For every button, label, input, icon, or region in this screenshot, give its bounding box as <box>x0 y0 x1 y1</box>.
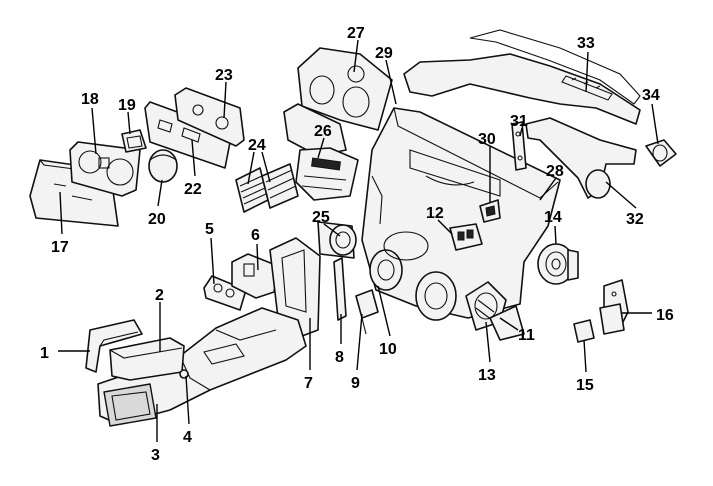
callout-30: 30 <box>478 131 496 148</box>
part-34-duct-cap <box>645 139 677 167</box>
leader-4 <box>185 375 190 425</box>
callout-8: 8 <box>335 349 344 366</box>
callout-20: 20 <box>148 211 166 228</box>
callout-15: 15 <box>576 377 594 394</box>
callout-22: 22 <box>184 181 202 198</box>
callout-19: 19 <box>118 97 136 114</box>
callout-labels: 1 2 3 4 5 6 7 8 9 10 11 12 13 14 15 16 1… <box>40 25 674 464</box>
callout-31: 31 <box>510 113 528 130</box>
leader-22 <box>191 139 196 177</box>
part-14-speaker <box>537 243 579 285</box>
leader-34 <box>651 103 659 145</box>
leader-31 <box>519 127 523 137</box>
leader-18 <box>91 107 97 155</box>
leader-19 <box>127 111 131 135</box>
leader-6 <box>256 243 259 271</box>
callout-23: 23 <box>215 67 233 84</box>
leader-17 <box>59 191 63 235</box>
callout-3: 3 <box>151 447 160 464</box>
callout-18: 18 <box>81 91 99 108</box>
leader-9 <box>356 313 363 371</box>
part-30-bracket <box>479 199 501 223</box>
leader-13 <box>485 321 491 363</box>
callout-9: 9 <box>351 375 360 392</box>
leader-14 <box>554 225 557 245</box>
callout-13: 13 <box>478 367 496 384</box>
callout-1: 1 <box>40 345 49 362</box>
leader-25 <box>323 223 341 237</box>
leader-12 <box>437 219 453 235</box>
part-12-switch-block <box>449 223 483 251</box>
part-18-cluster-face <box>69 141 141 197</box>
callout-14: 14 <box>544 209 562 226</box>
part-23-upper-trim <box>174 87 245 147</box>
leader-10 <box>377 285 391 337</box>
part-33-defroster-duct <box>403 29 641 125</box>
part-19-switch <box>121 129 147 153</box>
callout-34: 34 <box>642 87 660 104</box>
part-1-side-bracket <box>85 319 143 373</box>
leader-32 <box>605 181 637 209</box>
callout-24: 24 <box>248 137 266 154</box>
part-25-round-vent <box>317 221 357 259</box>
leader-lines <box>58 39 659 442</box>
callout-17: 17 <box>51 239 69 256</box>
leader-28 <box>539 177 557 201</box>
callout-16: 16 <box>656 307 674 324</box>
main-dashboard-panel <box>361 107 561 321</box>
leader-24b <box>261 151 271 183</box>
callout-29: 29 <box>375 45 393 62</box>
part-20-knob <box>148 149 178 183</box>
part-24-vents <box>235 163 299 213</box>
callout-12: 12 <box>426 205 444 222</box>
part-9-latch <box>355 289 379 335</box>
leader-24a <box>247 151 255 185</box>
leader-23 <box>223 81 227 119</box>
callout-25: 25 <box>312 209 330 226</box>
part-4-clip <box>179 369 189 379</box>
part-26-center-bezel <box>283 103 359 201</box>
leader-15 <box>583 339 587 373</box>
callout-2: 2 <box>155 287 164 304</box>
part-6-switch-module <box>231 253 279 299</box>
leader-5 <box>210 237 215 285</box>
part-5-switch-panel <box>203 275 247 311</box>
leader-33 <box>585 51 589 93</box>
leader-29 <box>385 59 397 105</box>
callout-5: 5 <box>205 221 214 238</box>
part-22-bezel <box>144 101 233 169</box>
callout-27: 27 <box>347 25 365 42</box>
part-2-armrest <box>109 337 185 381</box>
part-3-floor-console <box>97 307 307 427</box>
leader-11 <box>499 317 519 331</box>
callout-32: 32 <box>626 211 644 228</box>
callout-4: 4 <box>183 429 192 446</box>
callout-28: 28 <box>546 163 564 180</box>
callout-11: 11 <box>518 327 535 344</box>
callout-6: 6 <box>251 227 260 244</box>
leader-27 <box>353 39 359 73</box>
callout-7: 7 <box>304 375 313 392</box>
part-8-rod-bracket <box>333 257 347 321</box>
part-32-side-duct <box>525 117 637 199</box>
part-15-clip <box>573 319 595 343</box>
callout-10: 10 <box>379 341 397 358</box>
leader-20 <box>157 179 163 207</box>
leader-26 <box>317 137 325 159</box>
callout-33: 33 <box>577 35 595 52</box>
part-16-relay-bracket <box>599 279 629 335</box>
callout-26: 26 <box>314 123 332 140</box>
